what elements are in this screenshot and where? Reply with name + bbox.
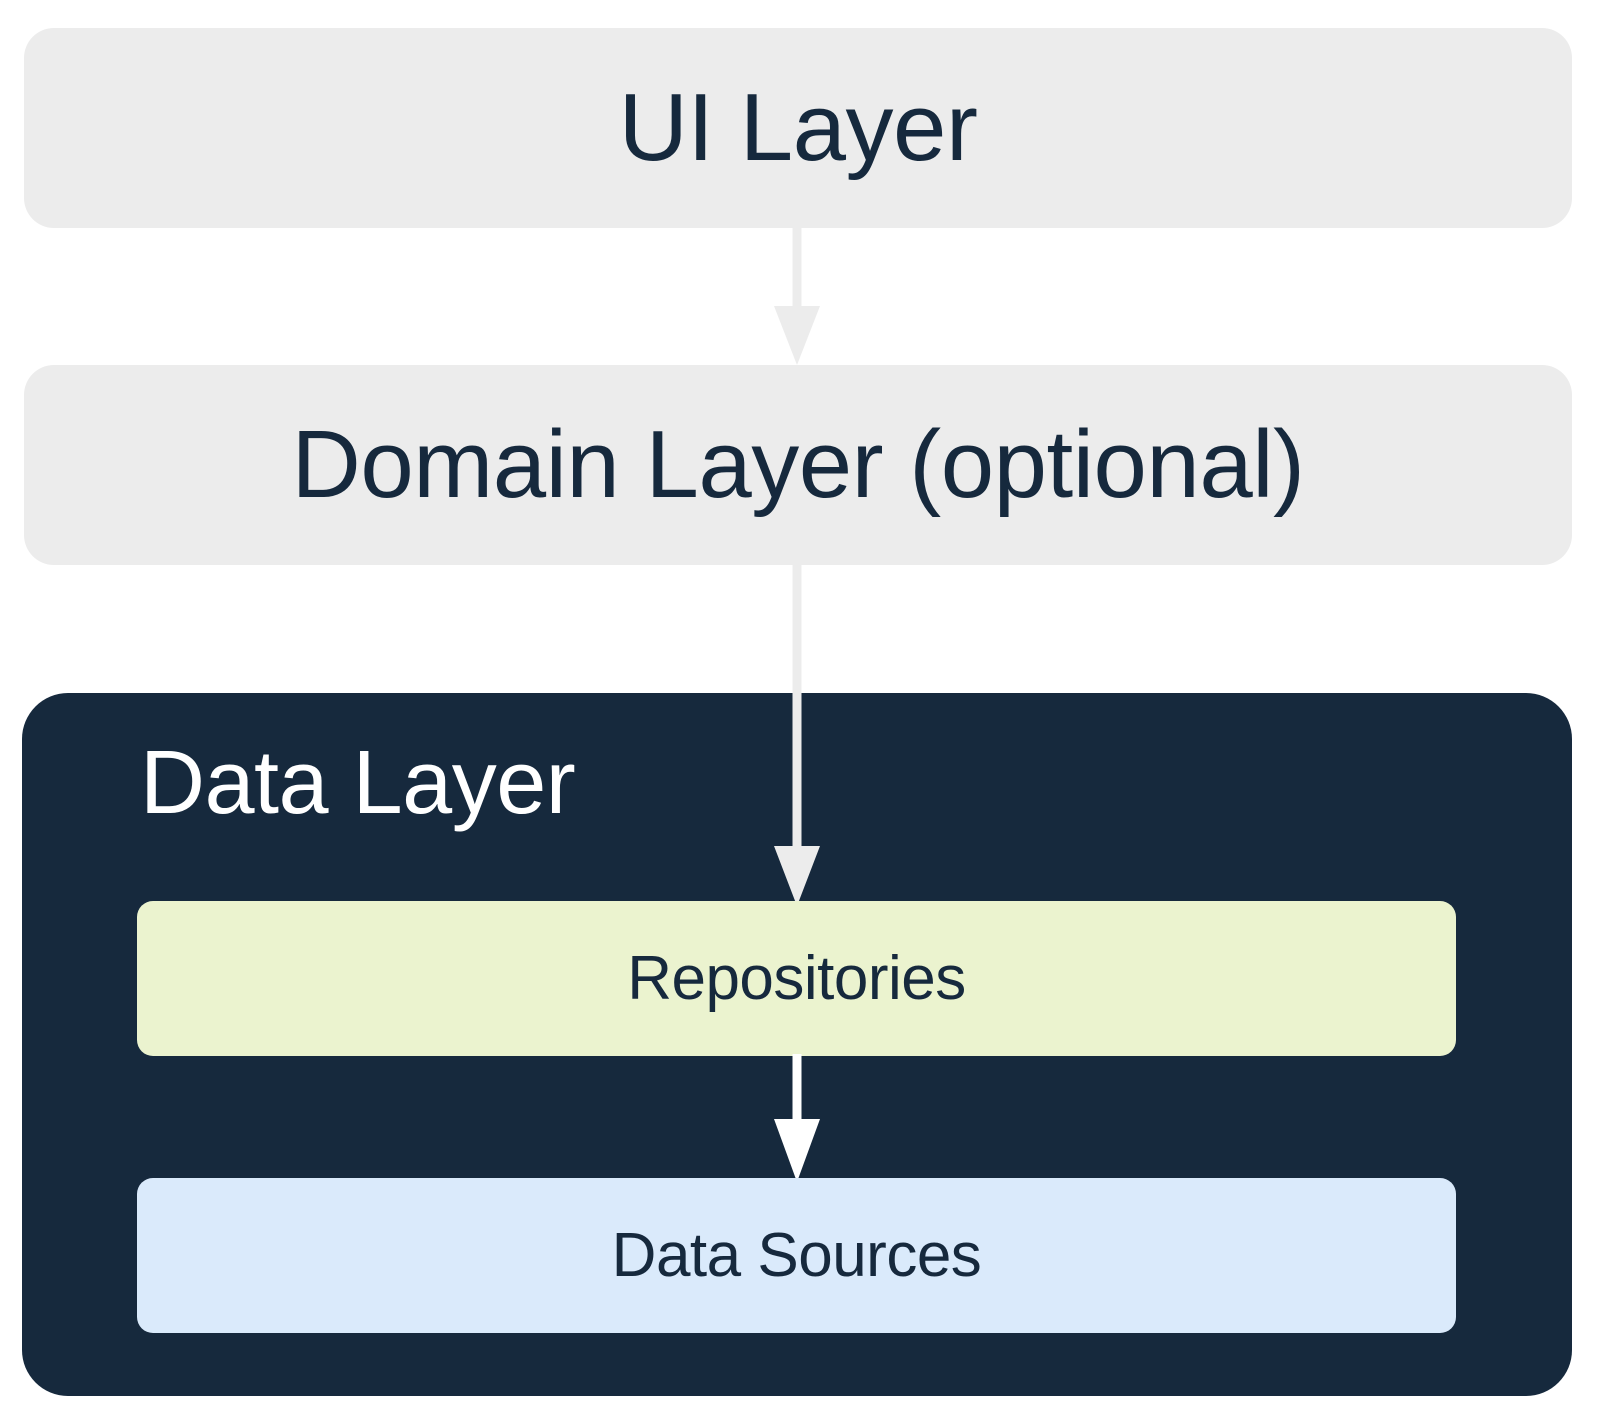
ui-layer-label: UI Layer bbox=[618, 74, 978, 181]
data-layer-label: Data Layer bbox=[140, 733, 576, 833]
domain-layer-box: Domain Layer (optional) bbox=[24, 365, 1572, 565]
ui-layer-box: UI Layer bbox=[24, 28, 1572, 228]
data-sources-box: Data Sources bbox=[137, 1178, 1456, 1333]
domain-layer-label: Domain Layer (optional) bbox=[291, 411, 1306, 518]
repositories-box: Repositories bbox=[137, 901, 1456, 1056]
data-sources-label: Data Sources bbox=[611, 1220, 982, 1290]
repositories-label: Repositories bbox=[627, 943, 966, 1013]
arrow-domain-to-repositories-icon bbox=[774, 563, 820, 906]
arrow-repositories-to-data-sources-icon bbox=[774, 1054, 820, 1182]
arrow-ui-to-domain-icon bbox=[774, 226, 820, 365]
